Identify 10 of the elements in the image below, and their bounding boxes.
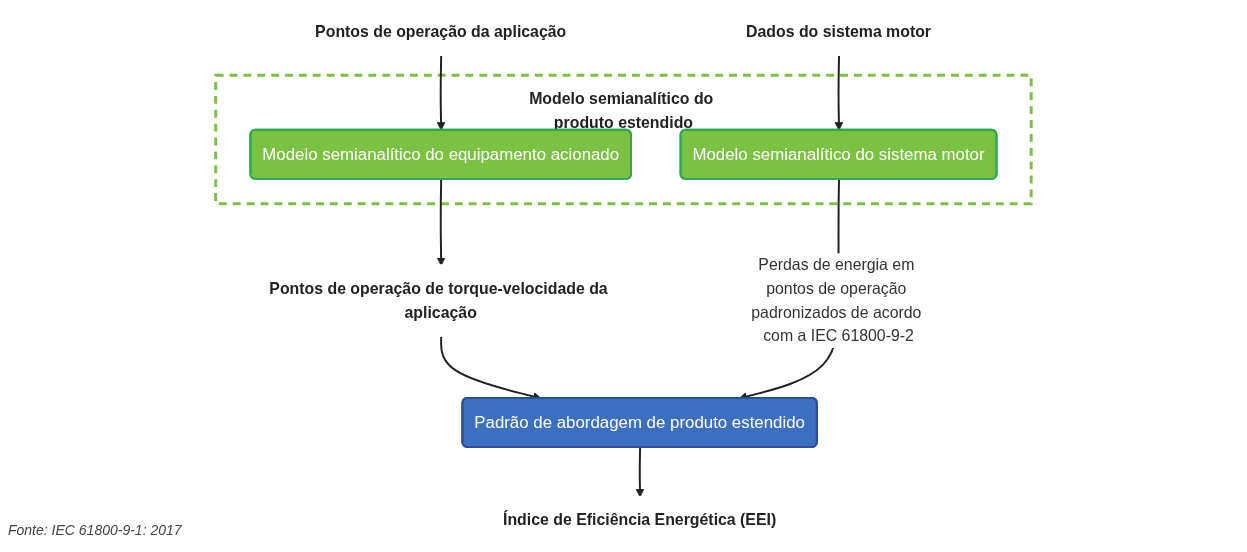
arrow [635,446,645,498]
node-text: Dados do sistema motor [746,22,932,40]
edge-label: Perdas de energia em pontos de operação padronizados de acordo com a IEC 61800-9-2 [751,256,922,345]
node-text: Pontos de operação da aplicação [315,22,567,40]
arrow [436,55,446,131]
arrow [834,55,844,131]
arrow [436,178,446,266]
caption: Fonte: IEC 61800-9-1: 2017 [8,522,182,538]
node-text: Índice de Eficiência Energética (EEI) [503,511,777,529]
node-text: Pontos de operação de torque-velocidade da aplicação [269,279,608,321]
